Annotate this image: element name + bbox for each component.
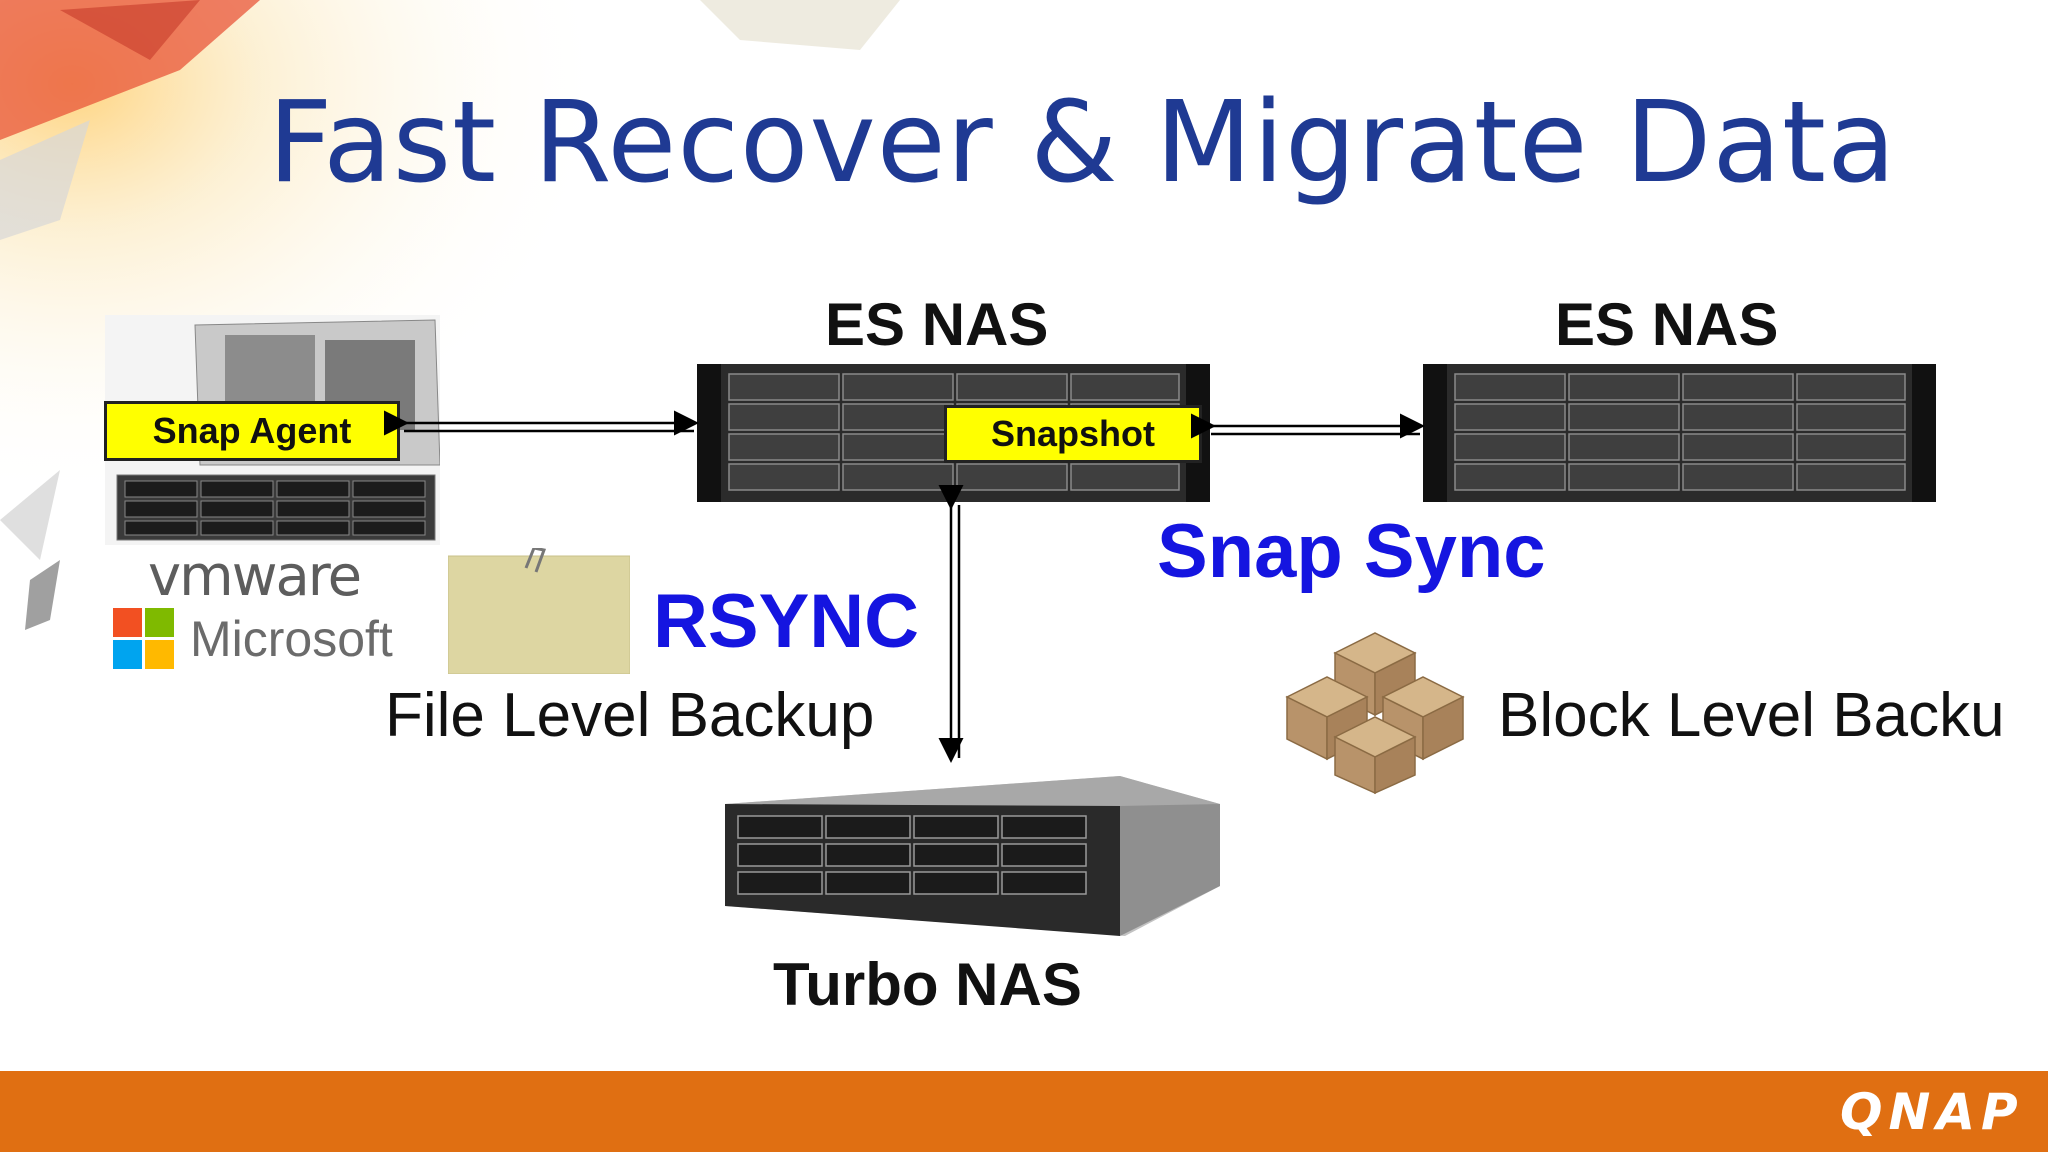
turbo-nas-device [725,776,1220,936]
page-title: Fast Recover & Migrate Data [268,78,1897,208]
vmware-logo: vmware [148,544,362,609]
microsoft-icon [113,608,174,669]
microsoft-label: Microsoft [190,611,393,667]
qnap-logo: QNAP [1818,1071,2048,1152]
es-nas-secondary-label: ES NAS [1555,291,1779,358]
file-level-backup-label: File Level Backup [385,681,875,750]
qnap-logo-text: QNAP [1840,1082,2024,1141]
footer-bar [0,1071,2048,1152]
boxes-icon [1285,632,1465,795]
snap-sync-label: Snap Sync [1157,509,1546,594]
folder-icon [448,548,630,674]
block-level-backup-label: Block Level Backu [1498,681,2005,750]
turbo-nas-label: Turbo NAS [773,951,1082,1018]
es-nas-secondary-device [1423,364,1936,502]
es-nas-primary-label: ES NAS [825,291,1049,358]
snap-agent-tag: Snap Agent [104,401,400,461]
rsync-label: RSYNC [653,579,920,664]
snapshot-tag: Snapshot [944,405,1202,463]
